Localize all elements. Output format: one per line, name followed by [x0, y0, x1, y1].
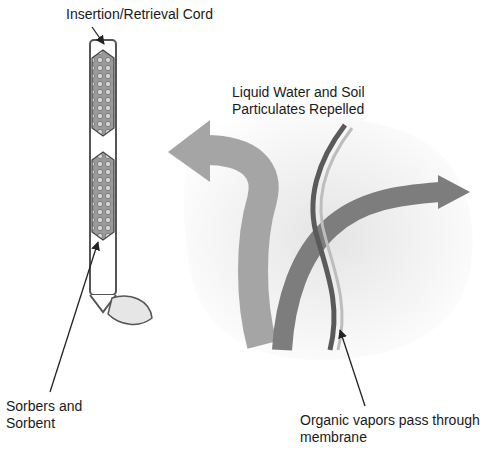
sorber-packet: [92, 152, 114, 240]
membrane-edge: [321, 128, 352, 350]
callout-label: Insertion/Retrieval Cord: [66, 6, 326, 23]
callout-label: Sorbers and Sorbent: [6, 398, 116, 432]
callout-label: Liquid Water and Soil Particulates Repel…: [232, 84, 432, 118]
sorber-packet: [92, 50, 114, 136]
vapor-arrowhead: [438, 175, 470, 209]
water-arrow: [205, 150, 264, 345]
leader-line: [50, 242, 98, 392]
soil-region: [184, 113, 473, 360]
leader-line: [340, 330, 365, 406]
insertion-flap: [108, 296, 152, 324]
water-arrowhead: [168, 120, 210, 182]
membrane: [313, 125, 345, 350]
leader-line: [92, 27, 104, 44]
vapor-arrow: [282, 192, 440, 350]
callout-label: Organic vapors pass through membrane: [300, 412, 480, 446]
